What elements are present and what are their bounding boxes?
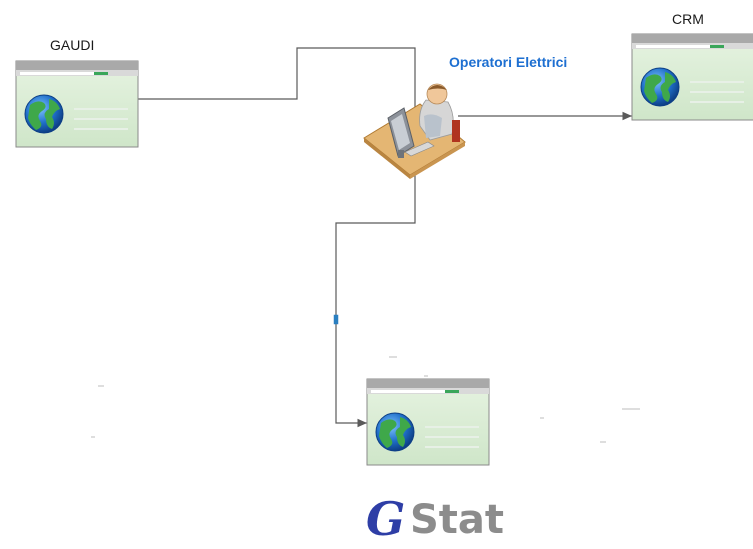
connectors (120, 47, 632, 428)
web-window-icon-gaudi (15, 60, 139, 148)
logo-mark: G (366, 492, 406, 546)
node-label-crm: CRM (672, 11, 704, 27)
connector-operator-gaudi (120, 47, 416, 125)
decor-dashes (91, 356, 640, 443)
web-window-icon-bottom (366, 378, 490, 466)
logo-text: Stat (410, 497, 505, 543)
operator-workstation-icon (363, 83, 466, 179)
node-label-gaudi: GAUDI (50, 37, 95, 53)
node-label-operator: Operatori Elettrici (449, 54, 568, 70)
connector-operator-bottom (335, 170, 416, 428)
web-window-icon-crm (631, 33, 753, 121)
connector-joint-marker (333, 314, 339, 325)
